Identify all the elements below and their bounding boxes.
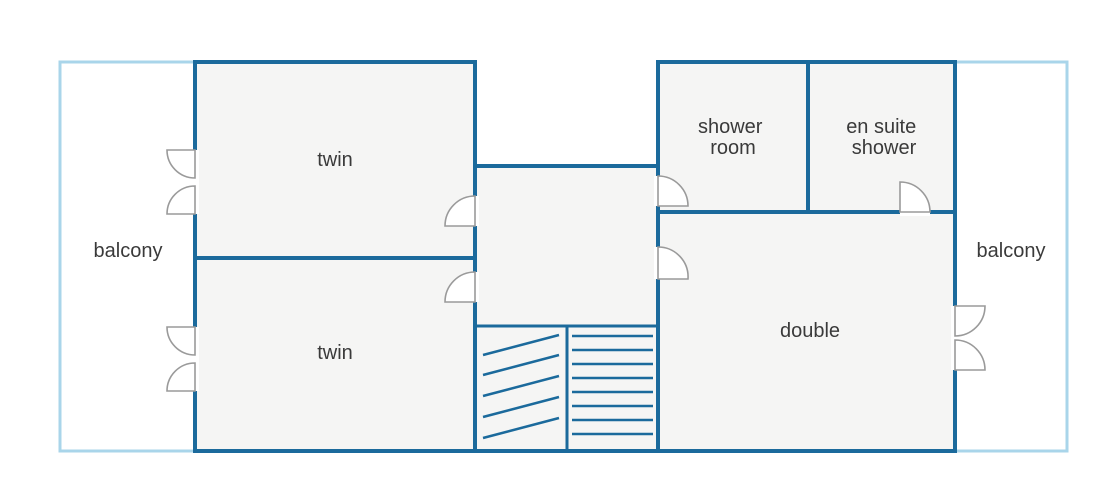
door-twin-top-balcony bbox=[166, 149, 199, 215]
label-balcony-left: balcony bbox=[94, 240, 163, 262]
doors bbox=[166, 149, 986, 392]
door-twin-bottom-hall bbox=[444, 271, 479, 303]
label-double: double bbox=[780, 320, 840, 342]
stair-treads-right bbox=[572, 334, 653, 436]
stair-treads-left bbox=[482, 333, 560, 440]
balcony-left bbox=[58, 60, 195, 453]
door-shower-room-hall bbox=[654, 175, 689, 207]
room-labels: balcony twin twin shower room en suite s… bbox=[94, 116, 1046, 364]
label-shower-room-line2: room bbox=[710, 137, 756, 159]
room-twin-top-floor bbox=[195, 62, 475, 258]
label-en-suite-line1: en suite bbox=[846, 116, 916, 138]
label-shower-room: shower room bbox=[698, 116, 768, 159]
room-twin-bottom-floor bbox=[195, 258, 475, 451]
balcony-right bbox=[955, 60, 1069, 453]
door-double-hall bbox=[654, 246, 689, 280]
door-en-suite bbox=[899, 181, 931, 216]
room-double-floor bbox=[658, 212, 955, 451]
label-twin-top: twin bbox=[317, 149, 353, 171]
room-shower-room-floor bbox=[658, 62, 808, 212]
door-double-balcony bbox=[951, 305, 986, 371]
label-en-suite-line2: shower bbox=[852, 137, 917, 159]
hallway-floor bbox=[475, 166, 658, 326]
door-twin-top-hall bbox=[444, 195, 479, 227]
label-shower-room-line1: shower bbox=[698, 116, 763, 138]
label-twin-bottom: twin bbox=[317, 342, 353, 364]
room-en-suite-floor bbox=[808, 62, 955, 212]
door-twin-bottom-balcony bbox=[166, 326, 199, 392]
label-en-suite: en suite shower bbox=[846, 116, 922, 159]
label-balcony-right: balcony bbox=[977, 240, 1046, 262]
staircase bbox=[475, 324, 658, 451]
